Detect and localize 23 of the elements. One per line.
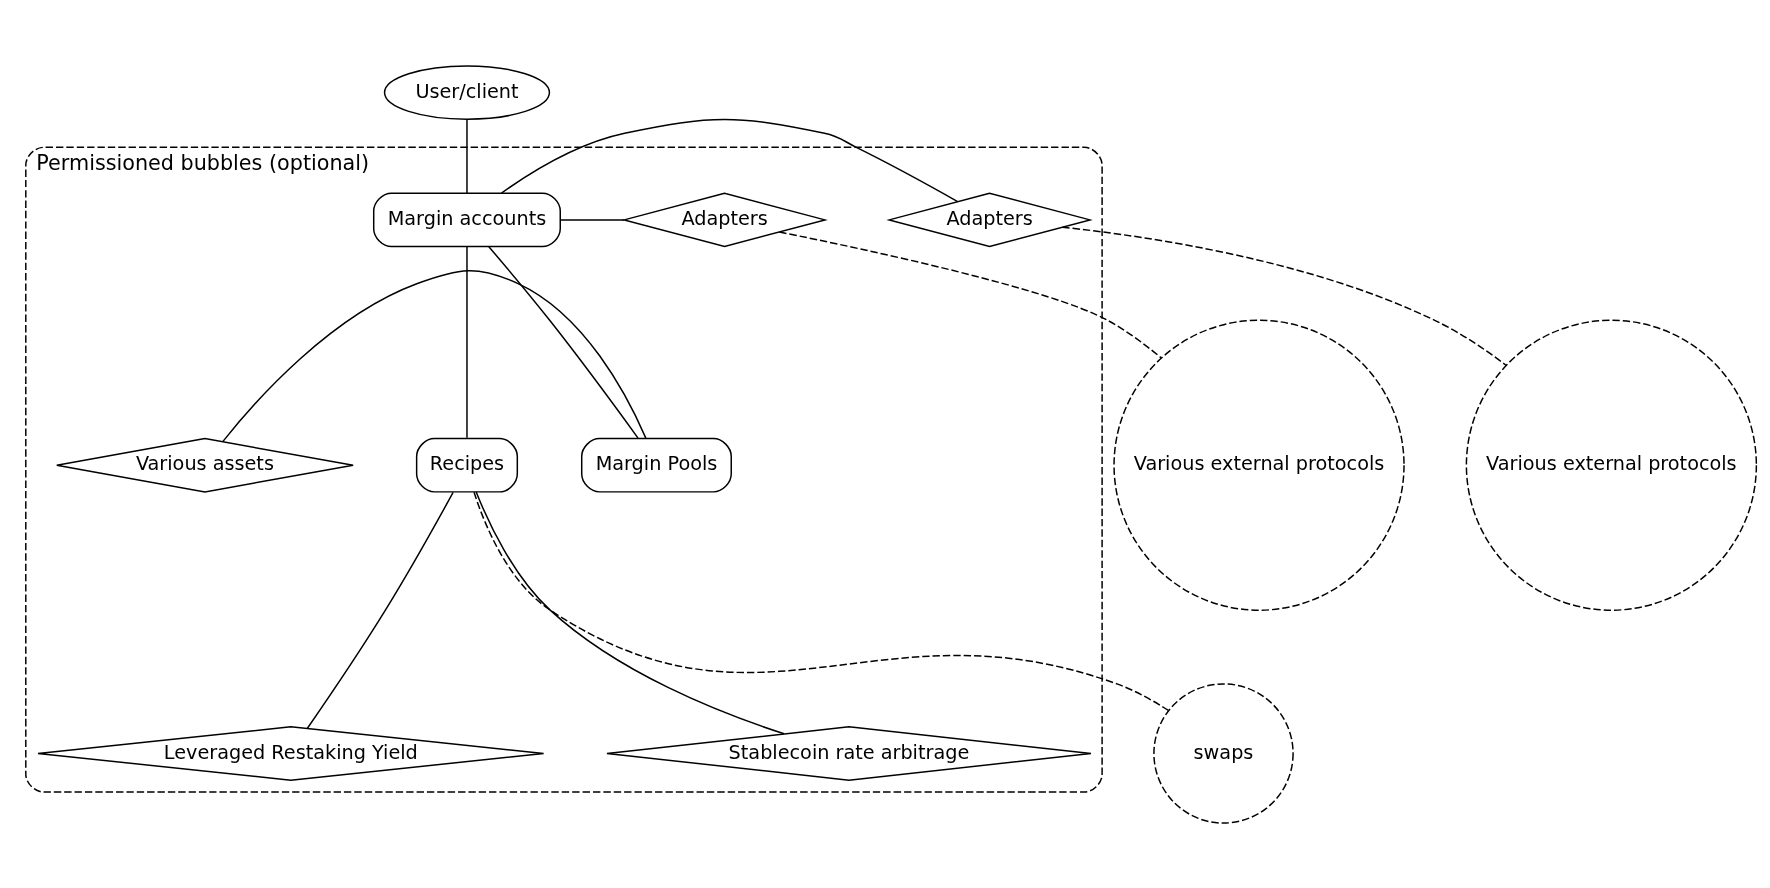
node-ellipse: User/client: [383, 64, 551, 120]
connector: [559, 218, 625, 221]
connector: [500, 118, 959, 202]
node-box: Margin Pools: [581, 437, 732, 493]
node-circle: Various external protocols: [1113, 319, 1405, 611]
node-diamond: Leveraged Restaking Yield: [37, 725, 545, 781]
connector: [778, 230, 1163, 359]
connector: [466, 245, 468, 439]
connector: [306, 491, 454, 729]
node-diamond: Adapters: [886, 191, 1093, 247]
node-box: Margin accounts: [372, 192, 561, 247]
connector: [473, 491, 1170, 711]
connector: [466, 118, 468, 194]
node-diamond: Various assets: [56, 437, 354, 493]
node-diamond: Adapters: [621, 191, 828, 247]
node-circle: swaps: [1153, 682, 1294, 824]
connector: [488, 245, 639, 439]
connector: [1061, 226, 1508, 366]
connector: [222, 269, 647, 442]
node-diamond: Stablecoin rate arbitrage: [606, 725, 1092, 781]
node-box: Recipes: [415, 437, 519, 493]
connector: [475, 490, 785, 734]
node-circle: Various external protocols: [1465, 319, 1758, 611]
